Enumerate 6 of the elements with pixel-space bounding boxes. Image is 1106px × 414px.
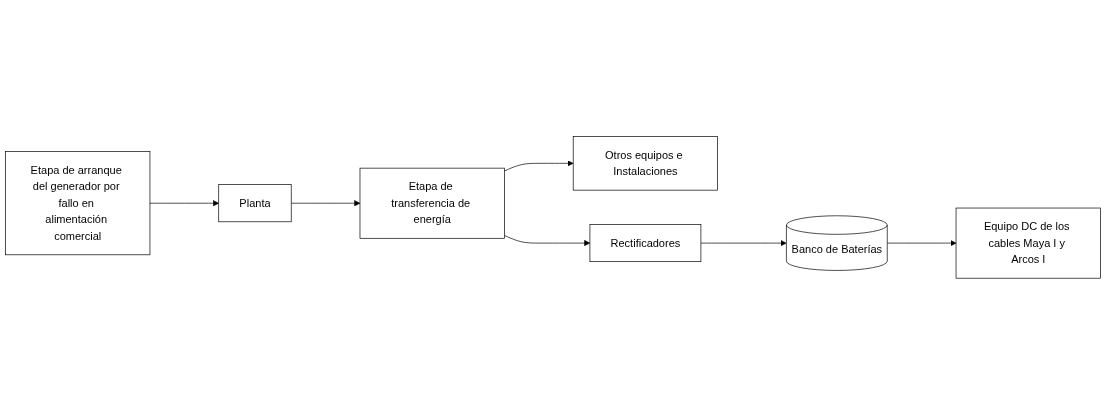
node-box: Etapa de transferencia de energía — [359, 167, 505, 239]
node-box: Planta — [218, 183, 292, 222]
node-box: Otros equipos e Instalaciones — [572, 135, 718, 191]
node-box: Equipo DC de los cables Maya I y Arcos I — [955, 207, 1101, 279]
node-box: Rectificadores — [589, 223, 702, 262]
node-box: Etapa de arranque del generador por fallo en alimentación comercial — [5, 150, 151, 255]
